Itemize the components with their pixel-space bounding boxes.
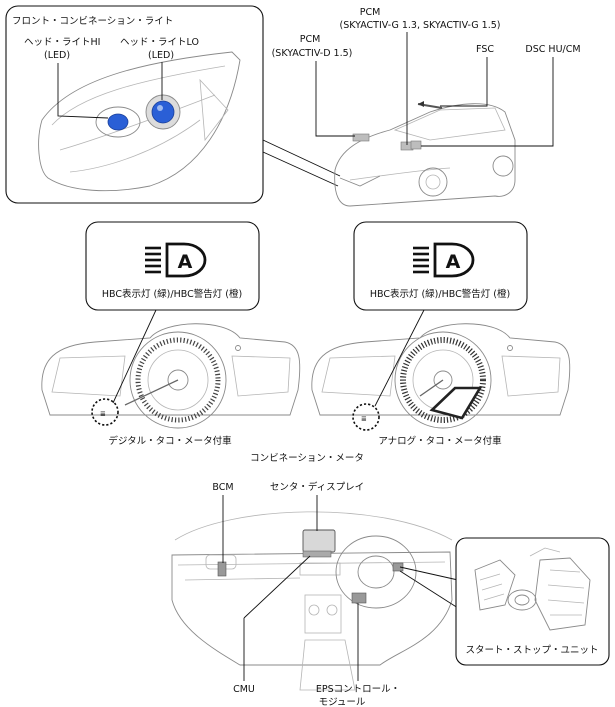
combination-meter-caption: コンビネーション・メータ <box>250 453 364 464</box>
center-display-label: センタ・ディスプレイ <box>270 481 364 493</box>
start-stop-switch <box>392 562 404 572</box>
center-display-unit <box>302 529 336 553</box>
front-wheel <box>418 167 448 197</box>
start-stop-callout-frame <box>455 537 610 666</box>
hbc-lamp-icon-left: A <box>145 242 207 278</box>
svg-text:≣: ≣ <box>361 415 367 423</box>
eps-label-line-2: モジュール <box>319 697 366 707</box>
headlight-hi-label: ヘッド・ライトHI <box>24 37 100 48</box>
headlight-lo-led <box>151 100 175 124</box>
hbc-indicator-highlight-left <box>91 398 119 426</box>
rear-wheel <box>492 155 514 177</box>
fsc-label: FSC <box>476 44 494 55</box>
dsc-leader <box>421 57 554 147</box>
headlight-callout: フロント・コンビネーション・ライト ヘッド・ライトHI (LED) ヘッド・ライ… <box>5 5 264 204</box>
headlight-lo-label: ヘッド・ライトLO <box>120 37 199 48</box>
dashboard-interior <box>171 511 453 691</box>
digital-meter-cluster: ≣ <box>41 323 301 429</box>
dsc-unit <box>410 140 422 150</box>
hbc-icon-box-right: A HBC表示灯 (緑)/HBC警告灯 (橙) <box>353 221 528 311</box>
hi-leader-line <box>57 63 109 119</box>
callout-connector-top <box>262 139 341 177</box>
hbc-lamp-icon-right: A <box>413 242 475 278</box>
eps-label-line-1: EPSコントロール・ <box>316 684 400 695</box>
analog-meter-cluster: ≣ <box>311 323 571 431</box>
cmu-unit <box>302 550 332 558</box>
analog-meter-leader <box>374 309 425 407</box>
digital-meter-caption: デジタル・タコ・メータ付車 <box>108 435 232 447</box>
svg-text:≣: ≣ <box>100 410 106 418</box>
hbc-label-right: HBC表示灯 (緑)/HBC警告灯 (橙) <box>370 288 510 300</box>
pcm-d-variant-label: (SKYACTIV-D 1.5) <box>272 48 353 59</box>
callout-connector-bottom <box>262 151 339 187</box>
bcm-unit <box>217 561 227 577</box>
hbc-icon-box-left: A HBC表示灯 (緑)/HBC警告灯 (橙) <box>85 221 260 311</box>
dsc-label: DSC HU/CM <box>525 44 580 55</box>
bcm-label: BCM <box>212 482 233 493</box>
start-stop-callout: スタート・ストップ・ユニット <box>455 537 610 666</box>
start-stop-label: スタート・ストップ・ユニット <box>465 645 598 656</box>
pcm-d-unit <box>352 133 370 142</box>
headlight-housing <box>38 51 241 192</box>
pcm-d-leader <box>315 61 355 137</box>
headlight-hi-led-label: (LED) <box>44 50 70 61</box>
hbc-icon-letter-left: A <box>178 251 193 273</box>
digital-meter-leader <box>112 309 157 404</box>
pcm-d-label: PCM <box>300 34 321 45</box>
headlight-lo-highlight <box>157 105 163 111</box>
hbc-indicator-highlight-right <box>352 403 380 431</box>
hbc-label-left: HBC表示灯 (緑)/HBC警告灯 (橙) <box>102 288 242 300</box>
headlight-lo-led-label: (LED) <box>148 50 174 61</box>
car-exterior <box>334 101 516 207</box>
start-stop-connector-bottom <box>399 570 459 609</box>
headlight-title: フロント・コンビネーション・ライト <box>12 16 173 27</box>
eps-unit <box>351 592 367 604</box>
fsc-leader <box>440 57 488 107</box>
start-stop-unit-illustration <box>474 547 591 631</box>
cmu-label: CMU <box>233 684 255 695</box>
pcm-g-variant-label: (SKYACTIV-G 1.3, SKYACTIV-G 1.5) <box>340 20 501 31</box>
hbc-icon-letter-right: A <box>446 251 461 273</box>
analog-meter-caption: アナログ・タコ・メータ付車 <box>378 435 502 447</box>
cmu-leader-diagonal <box>243 555 311 619</box>
pcm-g-label: PCM <box>360 7 381 18</box>
headlight-hi-led <box>107 113 129 131</box>
start-stop-connector-top <box>399 566 459 581</box>
